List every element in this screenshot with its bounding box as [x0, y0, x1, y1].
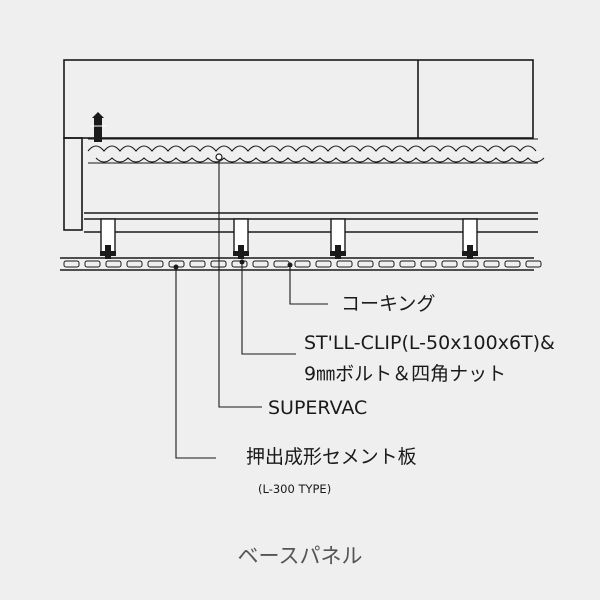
clip-with-bolt — [100, 218, 116, 259]
diagram-title: ベースパネル — [238, 544, 363, 568]
label-cement-board: 押出成形セメント板 — [246, 446, 417, 468]
leader-lines — [173, 153, 328, 459]
label-clip-line2: 9㎜ボルト＆四角ナット — [304, 363, 506, 385]
clip-with-bolt — [462, 218, 478, 259]
label-supervac: SUPERVAC — [268, 397, 367, 419]
steel-clips — [100, 218, 478, 259]
upper-slab — [63, 59, 534, 139]
extruded-cement-board — [60, 257, 542, 271]
label-clip-line1: ST'LL-CLIP(L-50x100x6T)& — [304, 332, 555, 354]
insulation-supervac — [87, 138, 545, 164]
clip-with-bolt — [330, 218, 346, 259]
clip-with-bolt — [233, 218, 249, 259]
fastener-nail-icon — [90, 112, 106, 142]
left-wall — [63, 137, 83, 231]
label-cement-type: (L-300 TYPE) — [258, 482, 331, 496]
label-caulking: コーキング — [341, 293, 435, 315]
